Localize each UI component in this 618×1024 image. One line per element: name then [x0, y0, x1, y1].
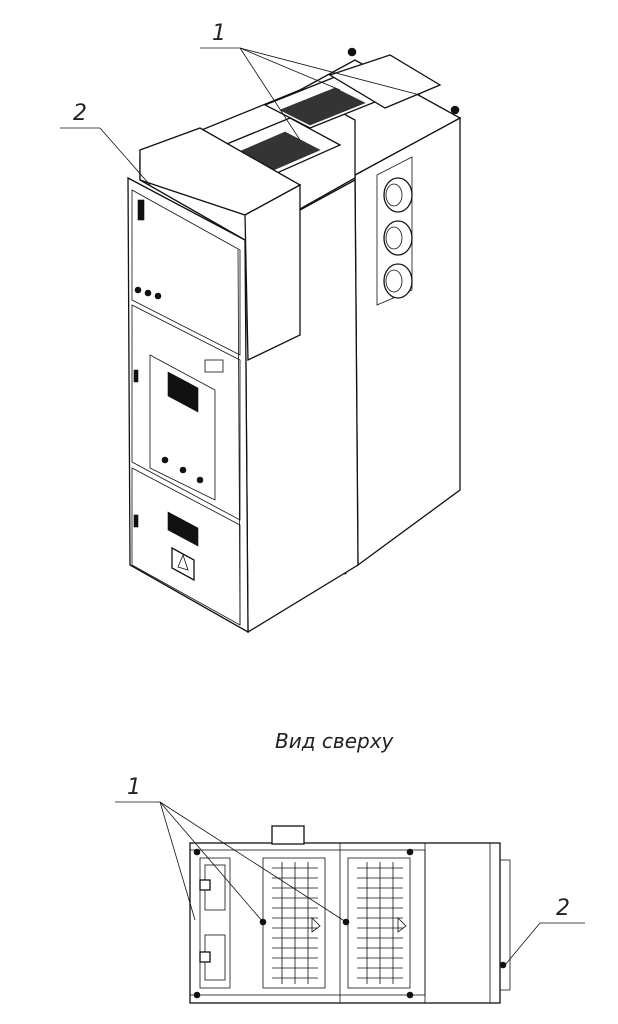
- grille-left: [272, 862, 318, 984]
- top-callout-1-label: 1: [212, 21, 226, 46]
- bottom-callout-1-label: 1: [127, 775, 141, 800]
- bottom-callout-1: 1: [115, 775, 347, 923]
- view-caption: Вид сверху: [275, 729, 395, 753]
- isometric-view: 1 2: [60, 21, 462, 634]
- grille-right: [357, 862, 403, 984]
- top-view: 1 2: [115, 775, 585, 1004]
- bottom-callout-2-label: 2: [556, 896, 570, 921]
- main-cabinet: [127, 54, 442, 634]
- top-callout-1: 1: [200, 21, 421, 141]
- top-callout-2: 2: [60, 101, 151, 186]
- top-callout-2-label: 2: [73, 101, 87, 126]
- bottom-callout-2: 2: [504, 896, 585, 966]
